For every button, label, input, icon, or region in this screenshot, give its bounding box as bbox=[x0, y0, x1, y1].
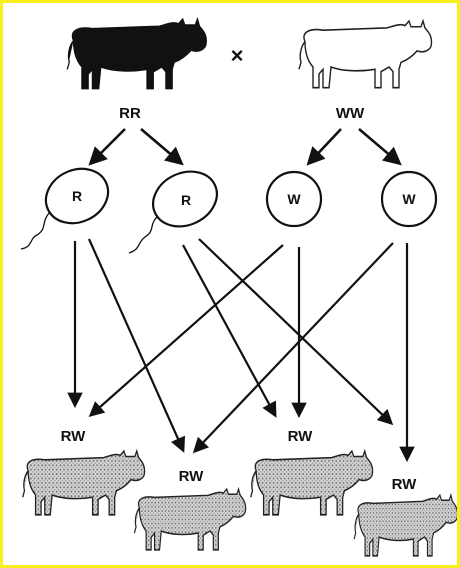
gamete-label: R bbox=[72, 188, 82, 204]
gamete-label: W bbox=[287, 191, 301, 207]
roan-offspring-cow-icon bbox=[21, 450, 146, 516]
parent-bull-icon bbox=[66, 18, 208, 90]
roan-offspring-cow-icon bbox=[353, 494, 457, 557]
parent-right-genotype: WW bbox=[336, 105, 365, 122]
offspring-genotype: RW bbox=[288, 428, 314, 445]
cross-symbol: × bbox=[231, 43, 244, 68]
cross-diagram: × RR WW R R W W RW RW RW bbox=[20, 18, 457, 557]
egg-gamete bbox=[380, 170, 438, 228]
offspring-genotype: RW bbox=[392, 476, 418, 493]
offspring-genotype: RW bbox=[179, 468, 205, 485]
egg-gamete bbox=[265, 170, 323, 228]
sperm-gamete bbox=[20, 167, 110, 250]
parent-cow-icon bbox=[298, 20, 433, 89]
parent-left-genotype: RR bbox=[119, 105, 141, 122]
roan-offspring-cow-icon bbox=[133, 488, 247, 551]
sperm-gamete bbox=[128, 170, 218, 254]
roan-offspring-cow-icon bbox=[249, 450, 374, 516]
gamete-label: R bbox=[181, 192, 191, 208]
fertilization-arrows bbox=[67, 238, 415, 463]
meiosis-arrows bbox=[88, 128, 402, 166]
offspring-genotype: RW bbox=[61, 428, 87, 445]
gamete-label: W bbox=[402, 191, 416, 207]
